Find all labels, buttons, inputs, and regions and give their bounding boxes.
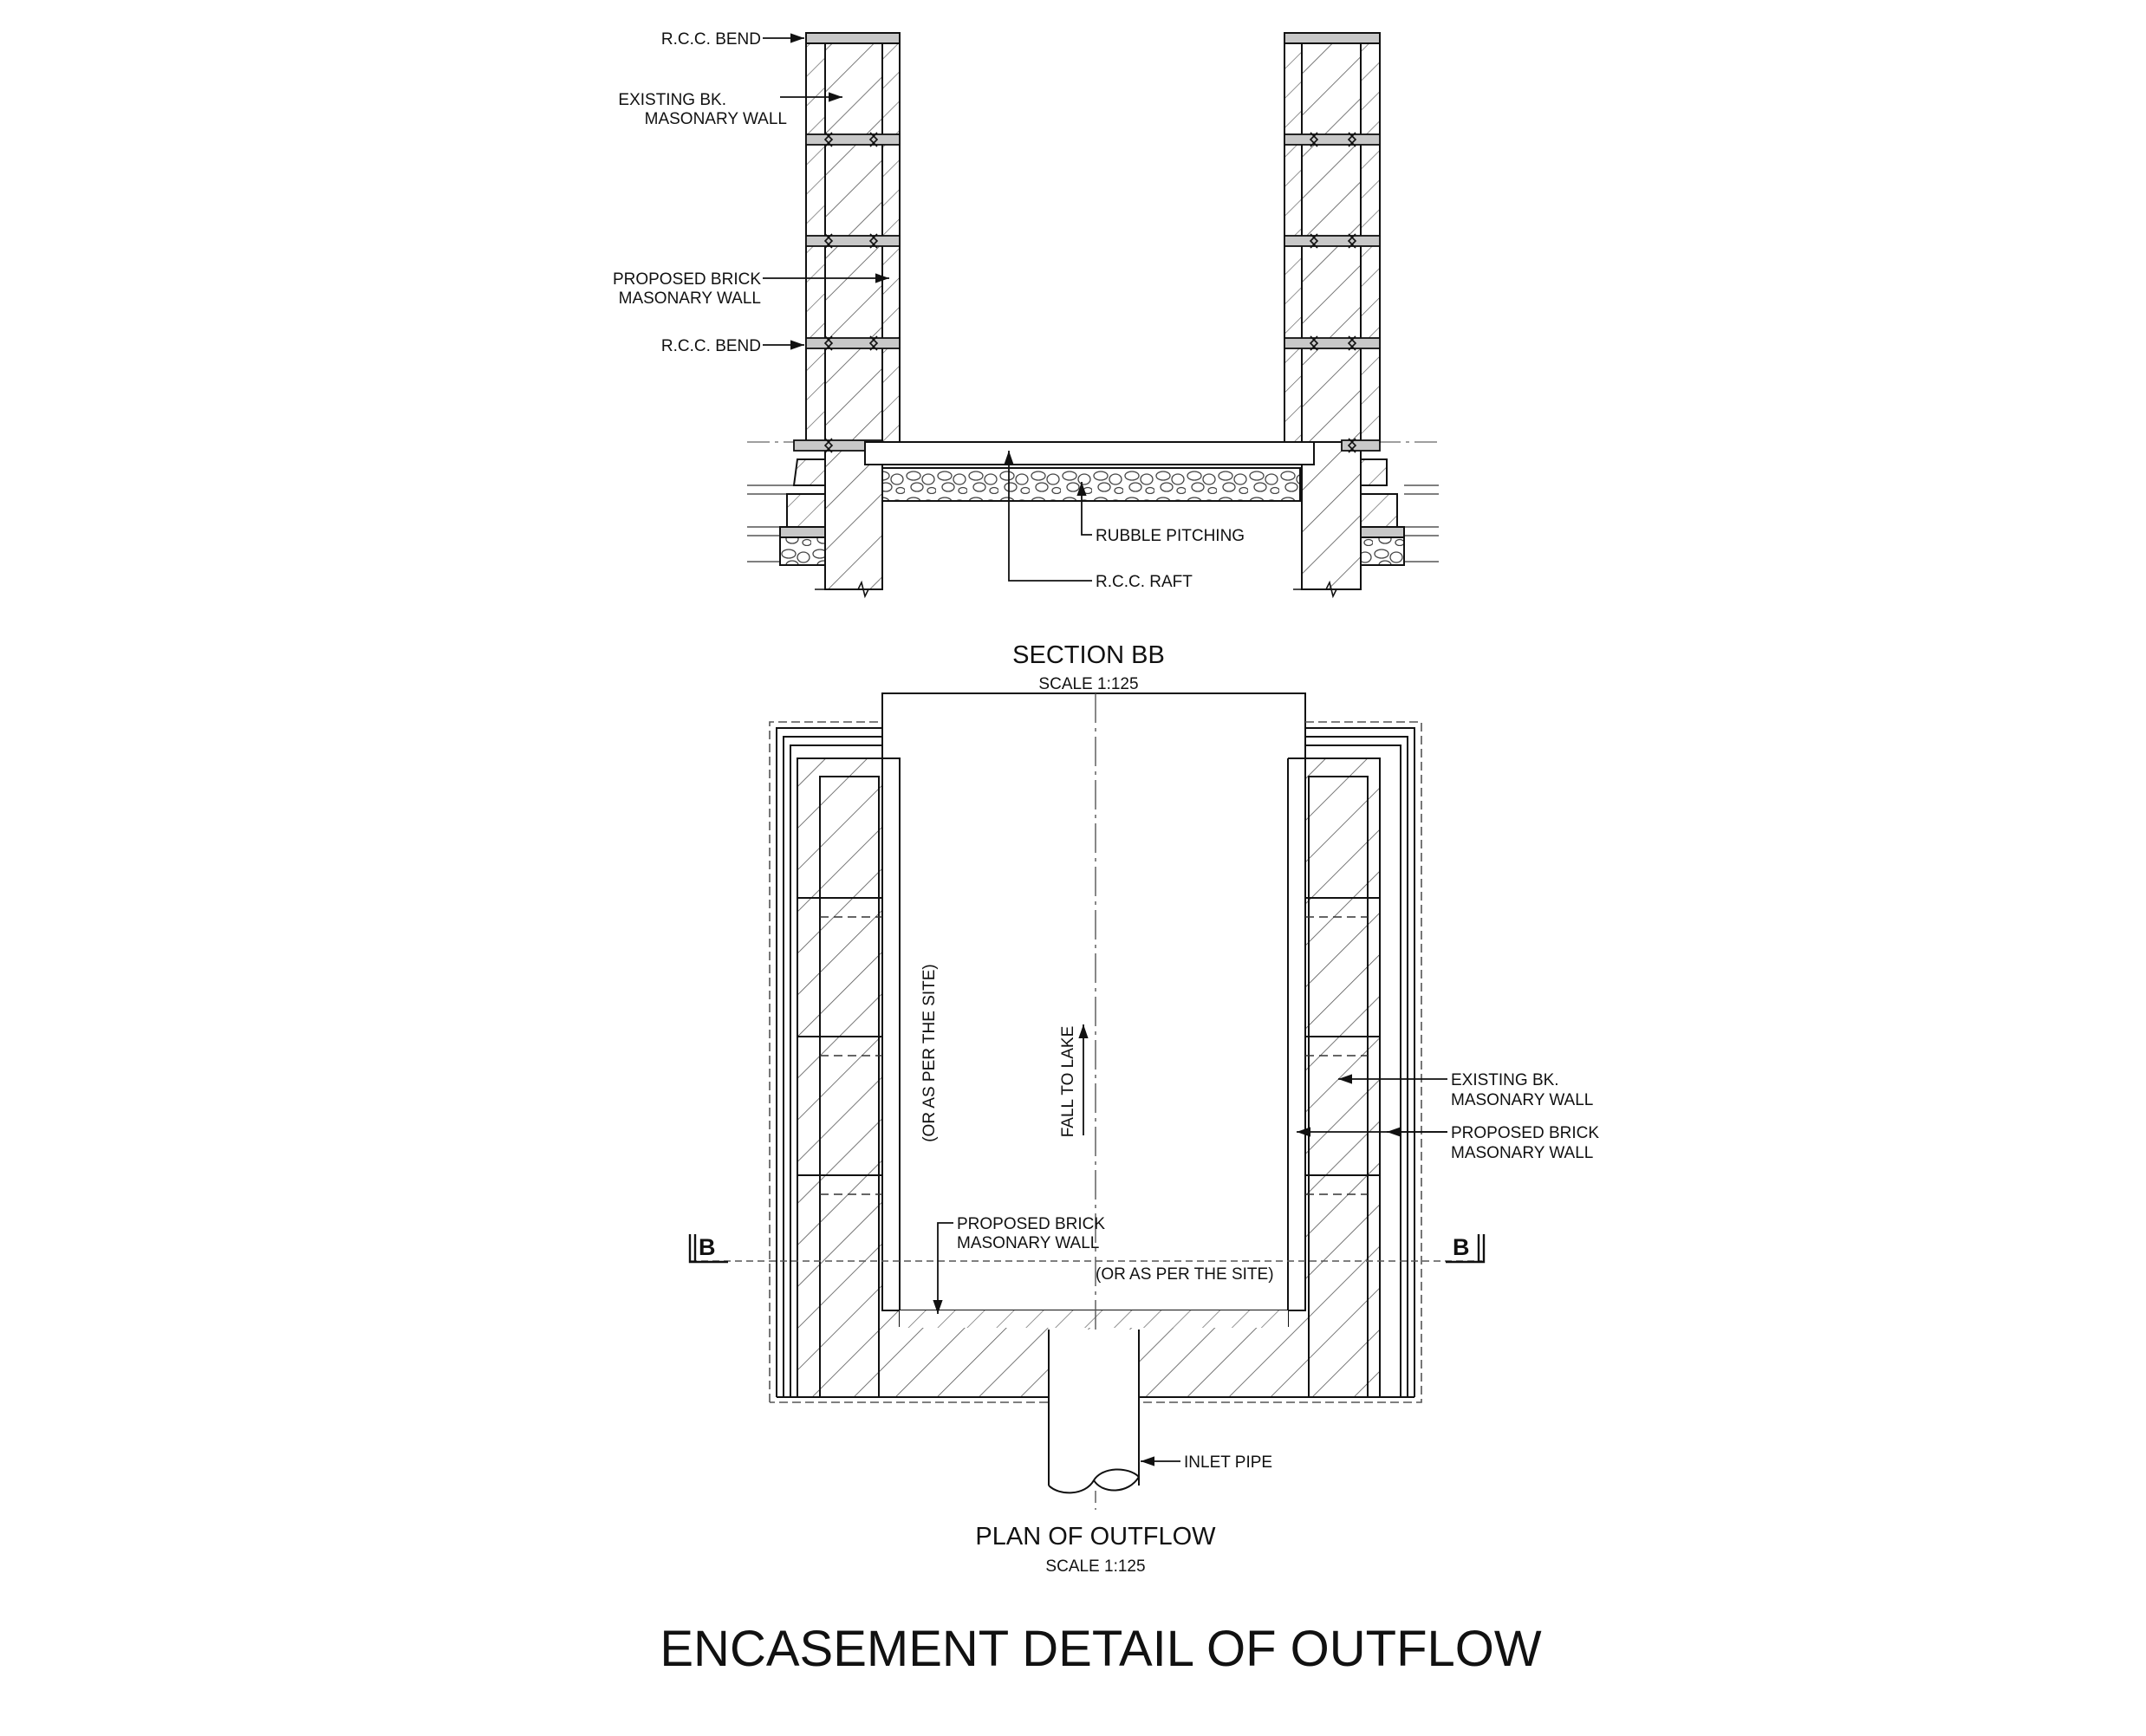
label-as-per-site-vertical: (OR AS PER THE SITE) [920, 964, 939, 1142]
plan-scale: SCALE 1:125 [1045, 1557, 1145, 1576]
label-rcc-raft: R.C.C. RAFT [1096, 573, 1193, 591]
inlet-pipe [1048, 1330, 1140, 1494]
label-proposed-wall-inner-2: MASONARY WALL [957, 1234, 1099, 1252]
plan-title: PLAN OF OUTFLOW [975, 1523, 1216, 1551]
label-existing-wall-plan-2: MASONARY WALL [1451, 1091, 1593, 1109]
drawing-title: ENCASEMENT DETAIL OF OUTFLOW [660, 1621, 1541, 1677]
section-left-wall [779, 32, 901, 599]
label-rcc-bend-top: R.C.C. BEND [661, 30, 761, 49]
section-right-wall [1284, 32, 1405, 599]
rubble-pitching [881, 467, 1301, 502]
section-mark-left: B [699, 1234, 716, 1260]
label-fall-to-lake: FALL TO LAKE [1059, 1026, 1077, 1138]
label-existing-wall-2: MASONARY WALL [645, 110, 787, 128]
label-rubble-pitching: RUBBLE PITCHING [1096, 527, 1245, 545]
label-rcc-bend-lower: R.C.C. BEND [661, 337, 761, 355]
section-bb-drawing: R.C.C. BEND EXISTING BK. MASONARY WALL P… [613, 30, 1439, 693]
label-proposed-wall-2: MASONARY WALL [619, 289, 761, 308]
label-inlet-pipe: INLET PIPE [1184, 1453, 1272, 1472]
plan-of-outflow-drawing: B B (OR AS PER THE SITE) FALL TO LAKE EX… [688, 692, 1599, 1576]
label-proposed-wall-inner-1: PROPOSED BRICK [957, 1215, 1105, 1233]
rcc-raft [864, 441, 1315, 465]
label-proposed-wall-right-1: PROPOSED BRICK [1451, 1124, 1599, 1142]
plan-channel [881, 692, 1306, 1311]
section-title: SECTION BB [1012, 641, 1165, 669]
section-mark-right: B [1453, 1234, 1470, 1260]
section-scale: SCALE 1:125 [1038, 675, 1138, 693]
label-existing-wall-1: EXISTING BK. [618, 91, 726, 109]
label-proposed-wall-1: PROPOSED BRICK [613, 270, 761, 289]
label-proposed-wall-right-2: MASONARY WALL [1451, 1144, 1593, 1162]
label-as-per-site-horizontal: (OR AS PER THE SITE) [1096, 1265, 1274, 1284]
label-existing-wall-plan-1: EXISTING BK. [1451, 1071, 1559, 1089]
